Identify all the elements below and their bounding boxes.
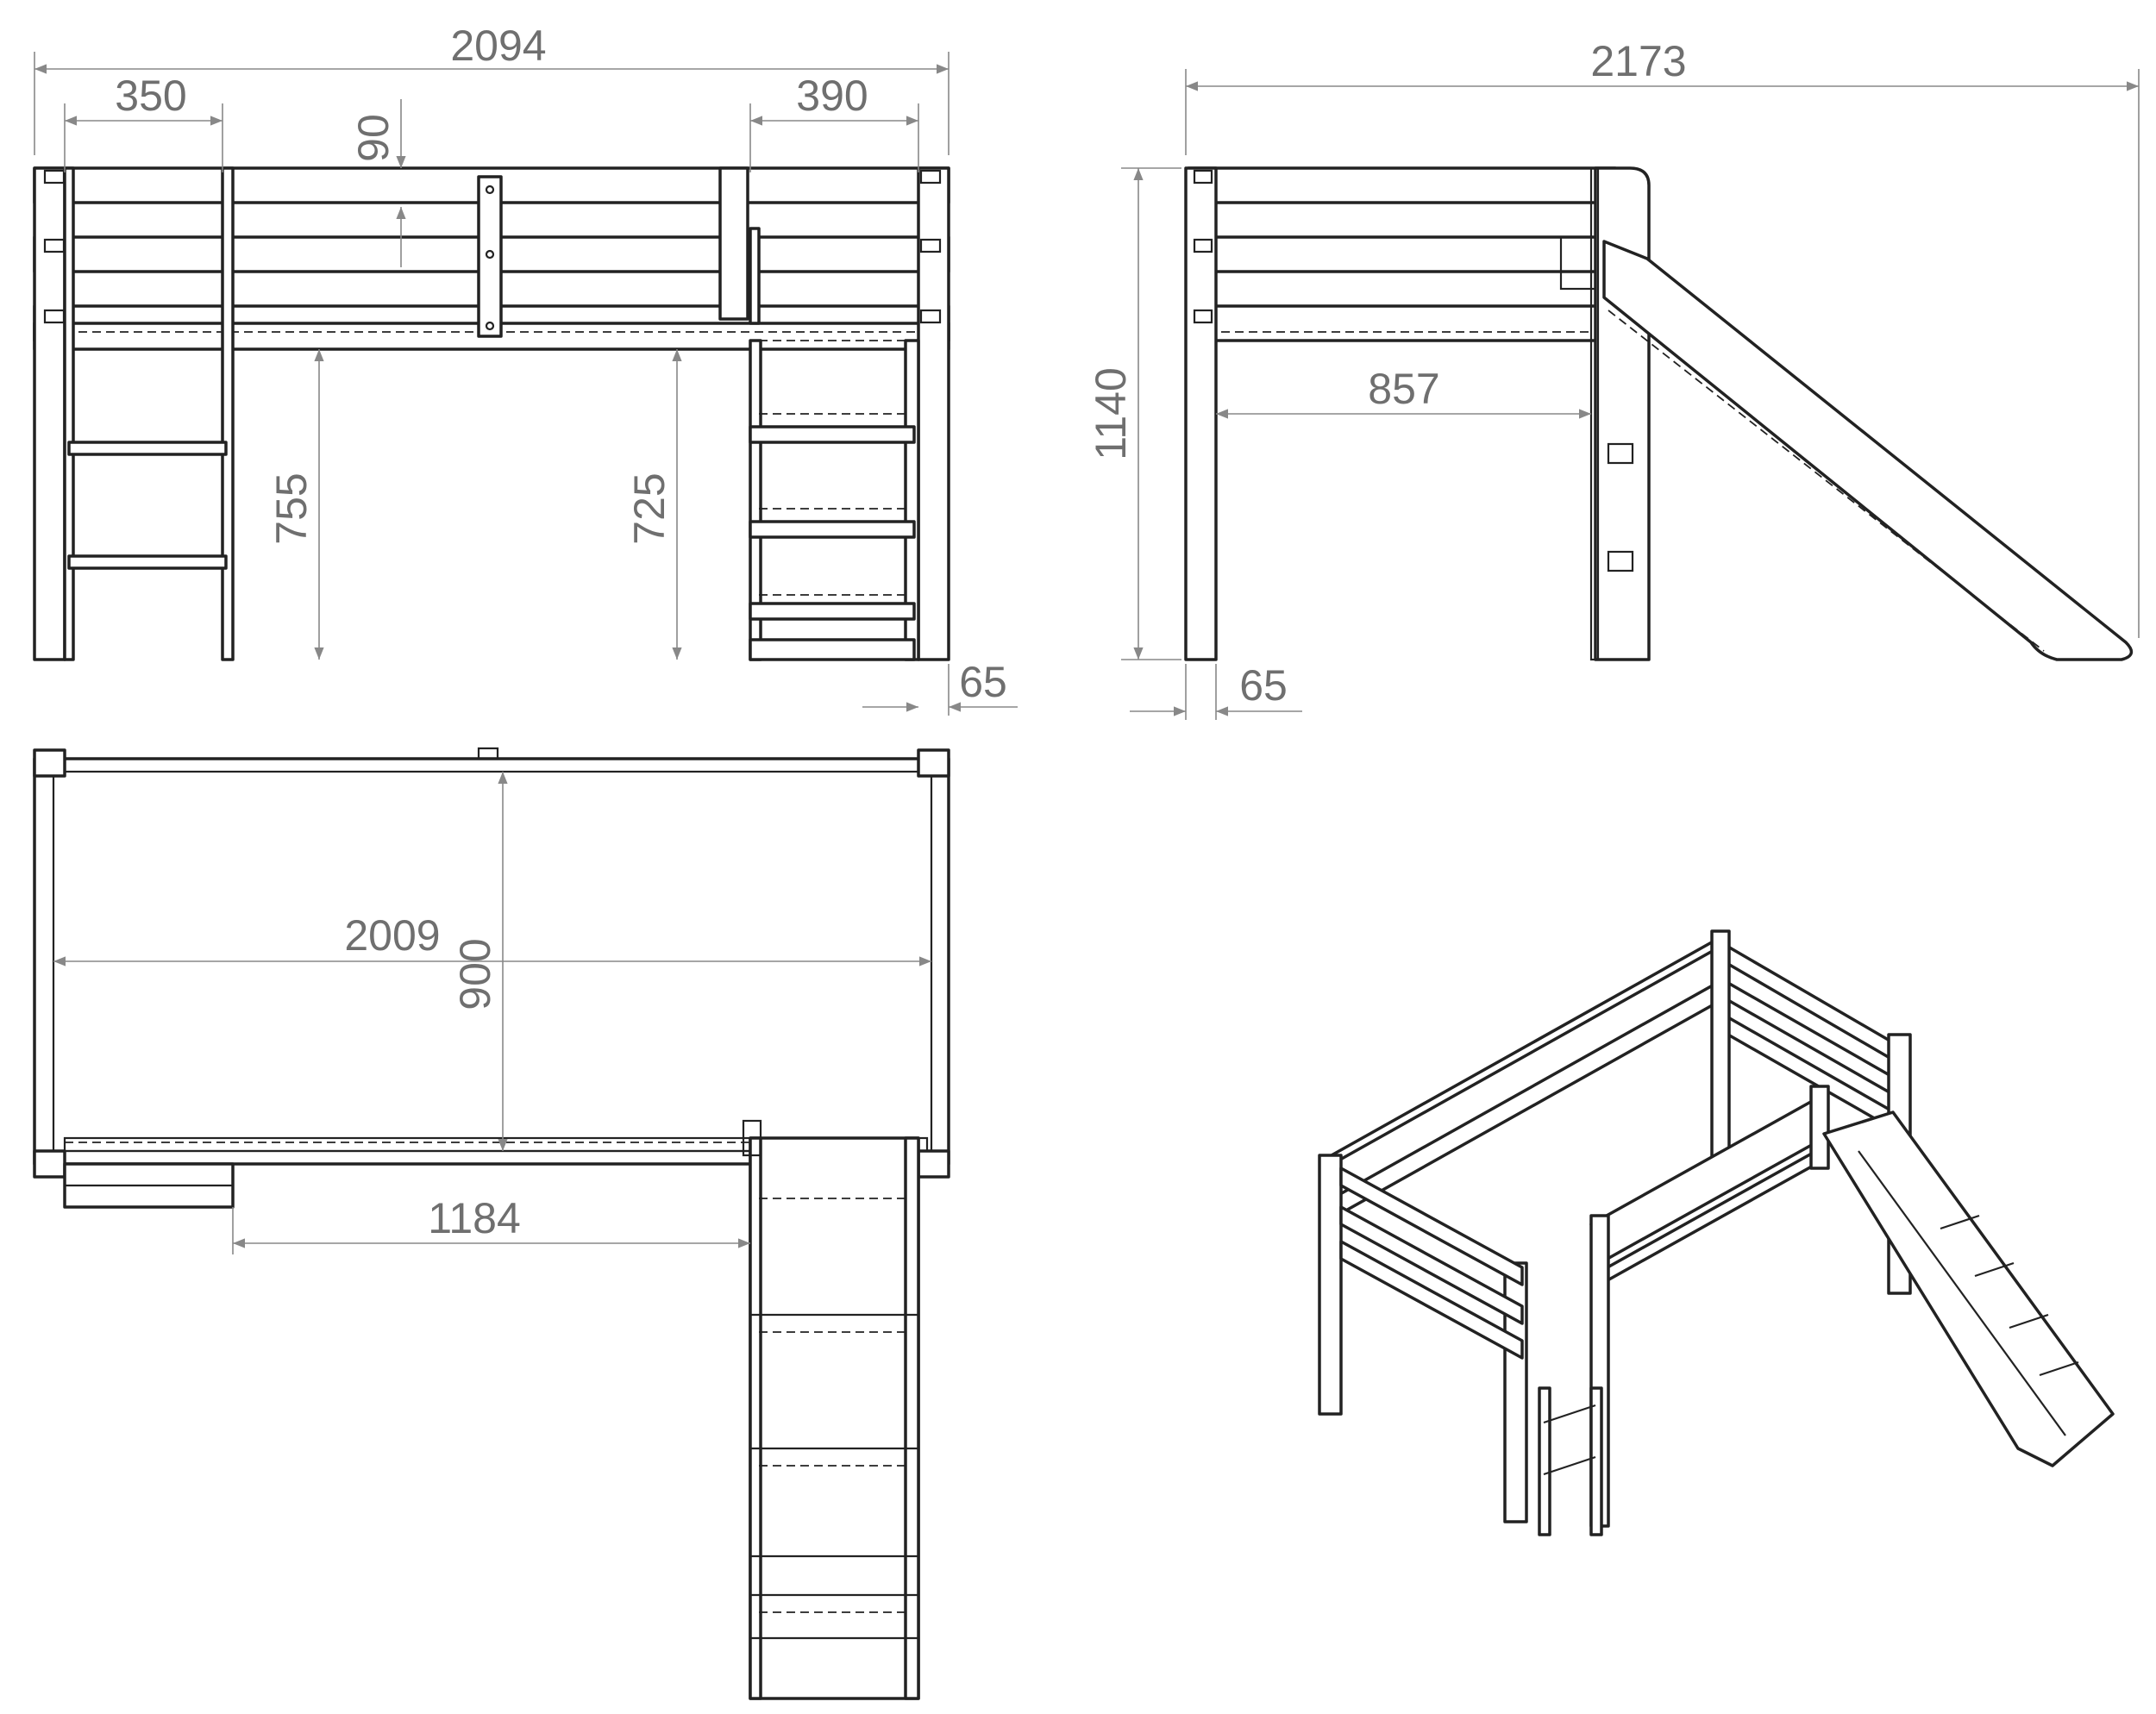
dim-post-width-front: 65 xyxy=(959,658,1007,706)
dim-bed-width: 900 xyxy=(451,938,499,1010)
front-view xyxy=(33,166,950,661)
dim-left-clearance: 755 xyxy=(267,472,316,544)
side-view xyxy=(1184,166,2134,661)
front-view-dimensions: 2094 350 390 90 755 725 65 xyxy=(34,22,1018,716)
dim-rail-spacing: 90 xyxy=(349,114,398,162)
dim-right-offset: 390 xyxy=(796,72,868,120)
dim-left-offset: 350 xyxy=(115,72,186,120)
dim-height: 1140 xyxy=(1087,367,1135,460)
dim-ladder-offset: 1184 xyxy=(428,1194,521,1242)
dim-right-clearance: 725 xyxy=(625,472,674,544)
dim-bed-length: 2009 xyxy=(344,911,440,960)
side-view-dimensions: 2173 1140 857 65 xyxy=(1087,37,2140,720)
isometric-view xyxy=(1318,929,2115,1536)
dim-overall-length-side: 2173 xyxy=(1590,37,1686,85)
dim-inner-width: 857 xyxy=(1368,365,1439,413)
dim-overall-length-front: 2094 xyxy=(450,22,546,70)
dim-post-width-side: 65 xyxy=(1239,661,1288,710)
top-view-dimensions: 2009 900 1184 xyxy=(53,772,931,1254)
